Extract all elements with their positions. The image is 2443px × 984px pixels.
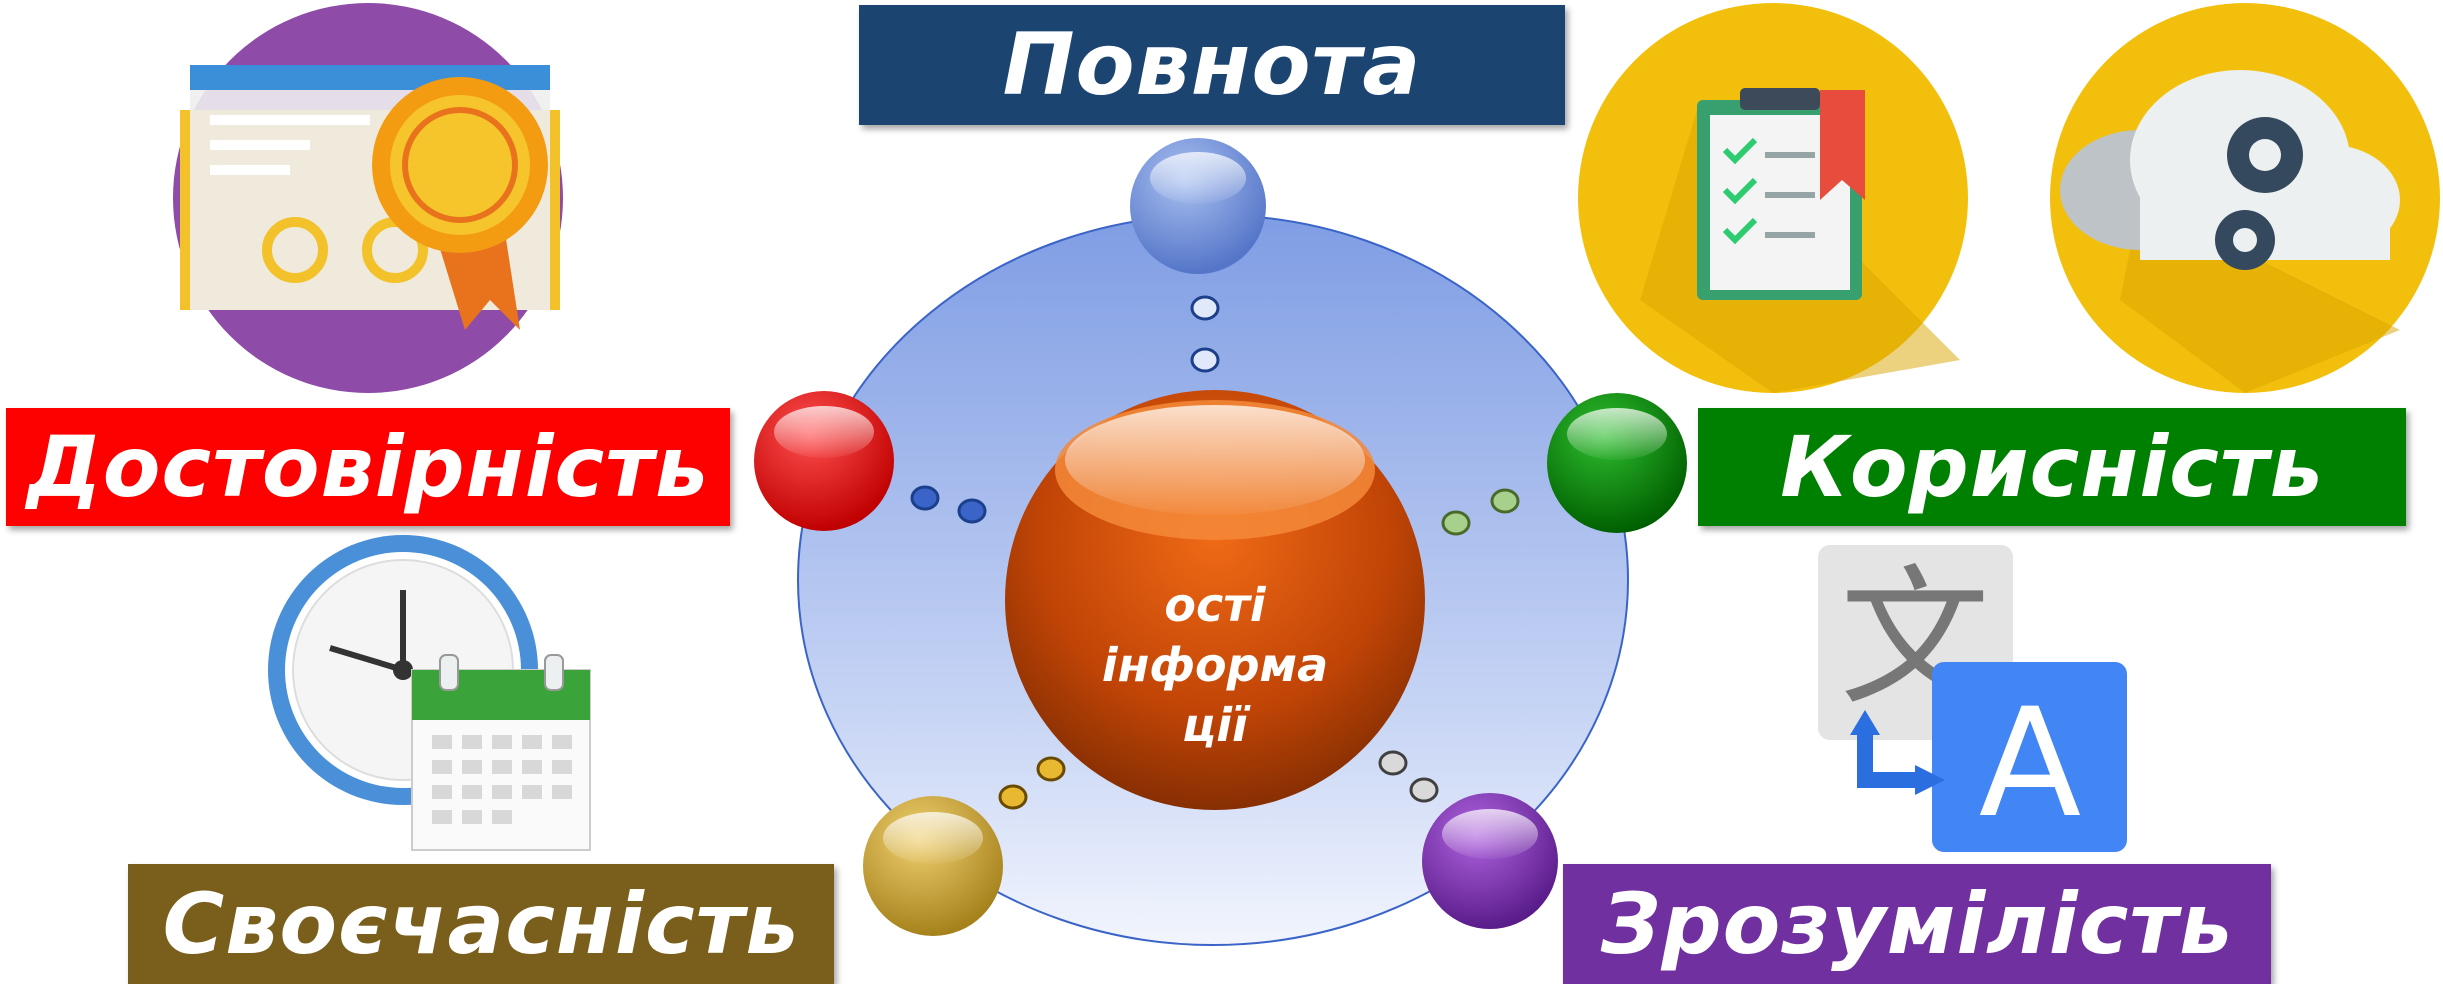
sphere-top <box>1130 138 1266 274</box>
sphere-bottom-right <box>1422 793 1558 929</box>
cloud-gears-icon <box>2050 3 2440 393</box>
sphere-right <box>1547 393 1687 533</box>
center-title-line-2: інформа <box>1101 638 1329 692</box>
label-reliability: Достовірність <box>6 408 730 526</box>
svg-text:A: A <box>1979 677 2082 851</box>
center-sphere <box>1005 390 1425 810</box>
sphere-bottom-left <box>863 796 1003 936</box>
label-completeness: Повнота <box>859 5 1565 125</box>
center-title: ості інформа ції <box>1010 520 1420 770</box>
connector-dots <box>910 295 1520 810</box>
center-title-line-3: ції <box>1182 698 1248 752</box>
center-title-line-1: ості <box>1164 578 1266 632</box>
clipboard-checklist-icon <box>1578 3 1968 393</box>
clock-calendar-icon <box>268 535 591 851</box>
label-usefulness: Корисність <box>1698 408 2406 526</box>
certificate-icon <box>173 3 563 393</box>
sphere-left <box>754 391 894 531</box>
translate-icon: 文 A <box>1818 545 2127 852</box>
label-timeliness: Своєчасність <box>128 864 834 984</box>
label-comprehensibility: Зрозумілість <box>1563 864 2271 984</box>
